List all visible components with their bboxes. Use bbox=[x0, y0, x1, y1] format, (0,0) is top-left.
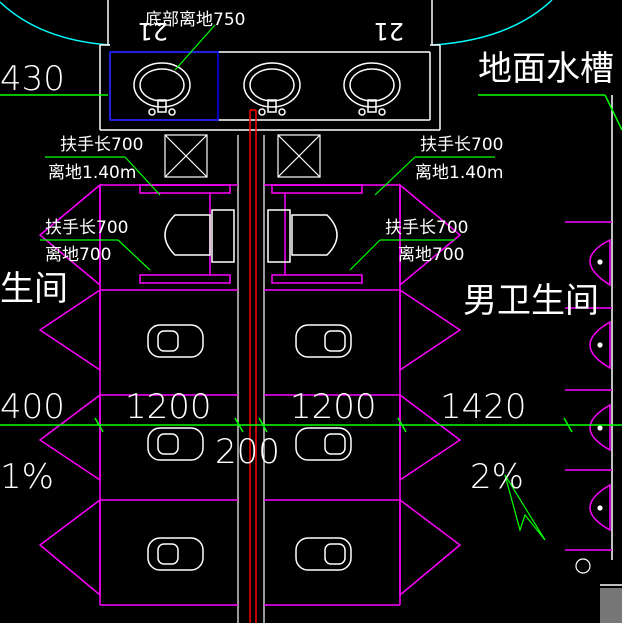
handrail-b-height: 离地1.40m bbox=[415, 163, 503, 183]
chase-walls bbox=[237, 135, 265, 623]
dim-1200-b: 1200 bbox=[290, 387, 377, 427]
handrail-c-label: 扶手长700 bbox=[45, 218, 128, 238]
dim-400: 400 bbox=[0, 387, 65, 427]
toilet-group bbox=[147, 209, 352, 571]
pipe-group bbox=[249, 109, 257, 623]
dimension-lines bbox=[0, 94, 622, 433]
door-arc-left bbox=[0, 1, 111, 46]
floor-trough-label: 地面水槽 bbox=[478, 49, 614, 89]
handrail-a-height: 离地1.40m bbox=[48, 163, 136, 183]
dim-1420: 1420 bbox=[440, 387, 527, 427]
handrail-d-label: 扶手长700 bbox=[385, 218, 468, 238]
dim-200: 200 bbox=[215, 432, 280, 472]
basin-highlight bbox=[109, 51, 219, 121]
duct-boxes bbox=[164, 134, 321, 178]
num-left: 21 bbox=[137, 17, 168, 45]
leader-lines bbox=[40, 24, 495, 271]
handrail-a-label: 扶手长700 bbox=[60, 135, 143, 155]
floor-drain bbox=[575, 558, 591, 574]
dim-top-left: 430 bbox=[0, 59, 65, 99]
urinal-valves bbox=[597, 259, 603, 511]
room-left-label: 生间 bbox=[0, 269, 68, 309]
num-right: 21 bbox=[373, 17, 404, 45]
door-arc-right bbox=[431, 0, 553, 46]
sink-note: 底部离地750 bbox=[145, 10, 245, 30]
stall-partitions bbox=[38, 183, 612, 606]
slope-right: 2% bbox=[470, 457, 524, 497]
handrail-d-height: 离地700 bbox=[398, 245, 464, 265]
slope-arrow bbox=[504, 474, 546, 541]
slope-left: 1% bbox=[0, 457, 54, 497]
room-right-label: 男卫生间 bbox=[463, 281, 599, 321]
urinal-group bbox=[589, 238, 611, 532]
handrail-c-height: 离地700 bbox=[45, 245, 111, 265]
sink-group bbox=[133, 62, 401, 116]
dim-1200-a: 1200 bbox=[125, 387, 212, 427]
column bbox=[600, 588, 622, 623]
handrail-b-label: 扶手长700 bbox=[420, 135, 503, 155]
